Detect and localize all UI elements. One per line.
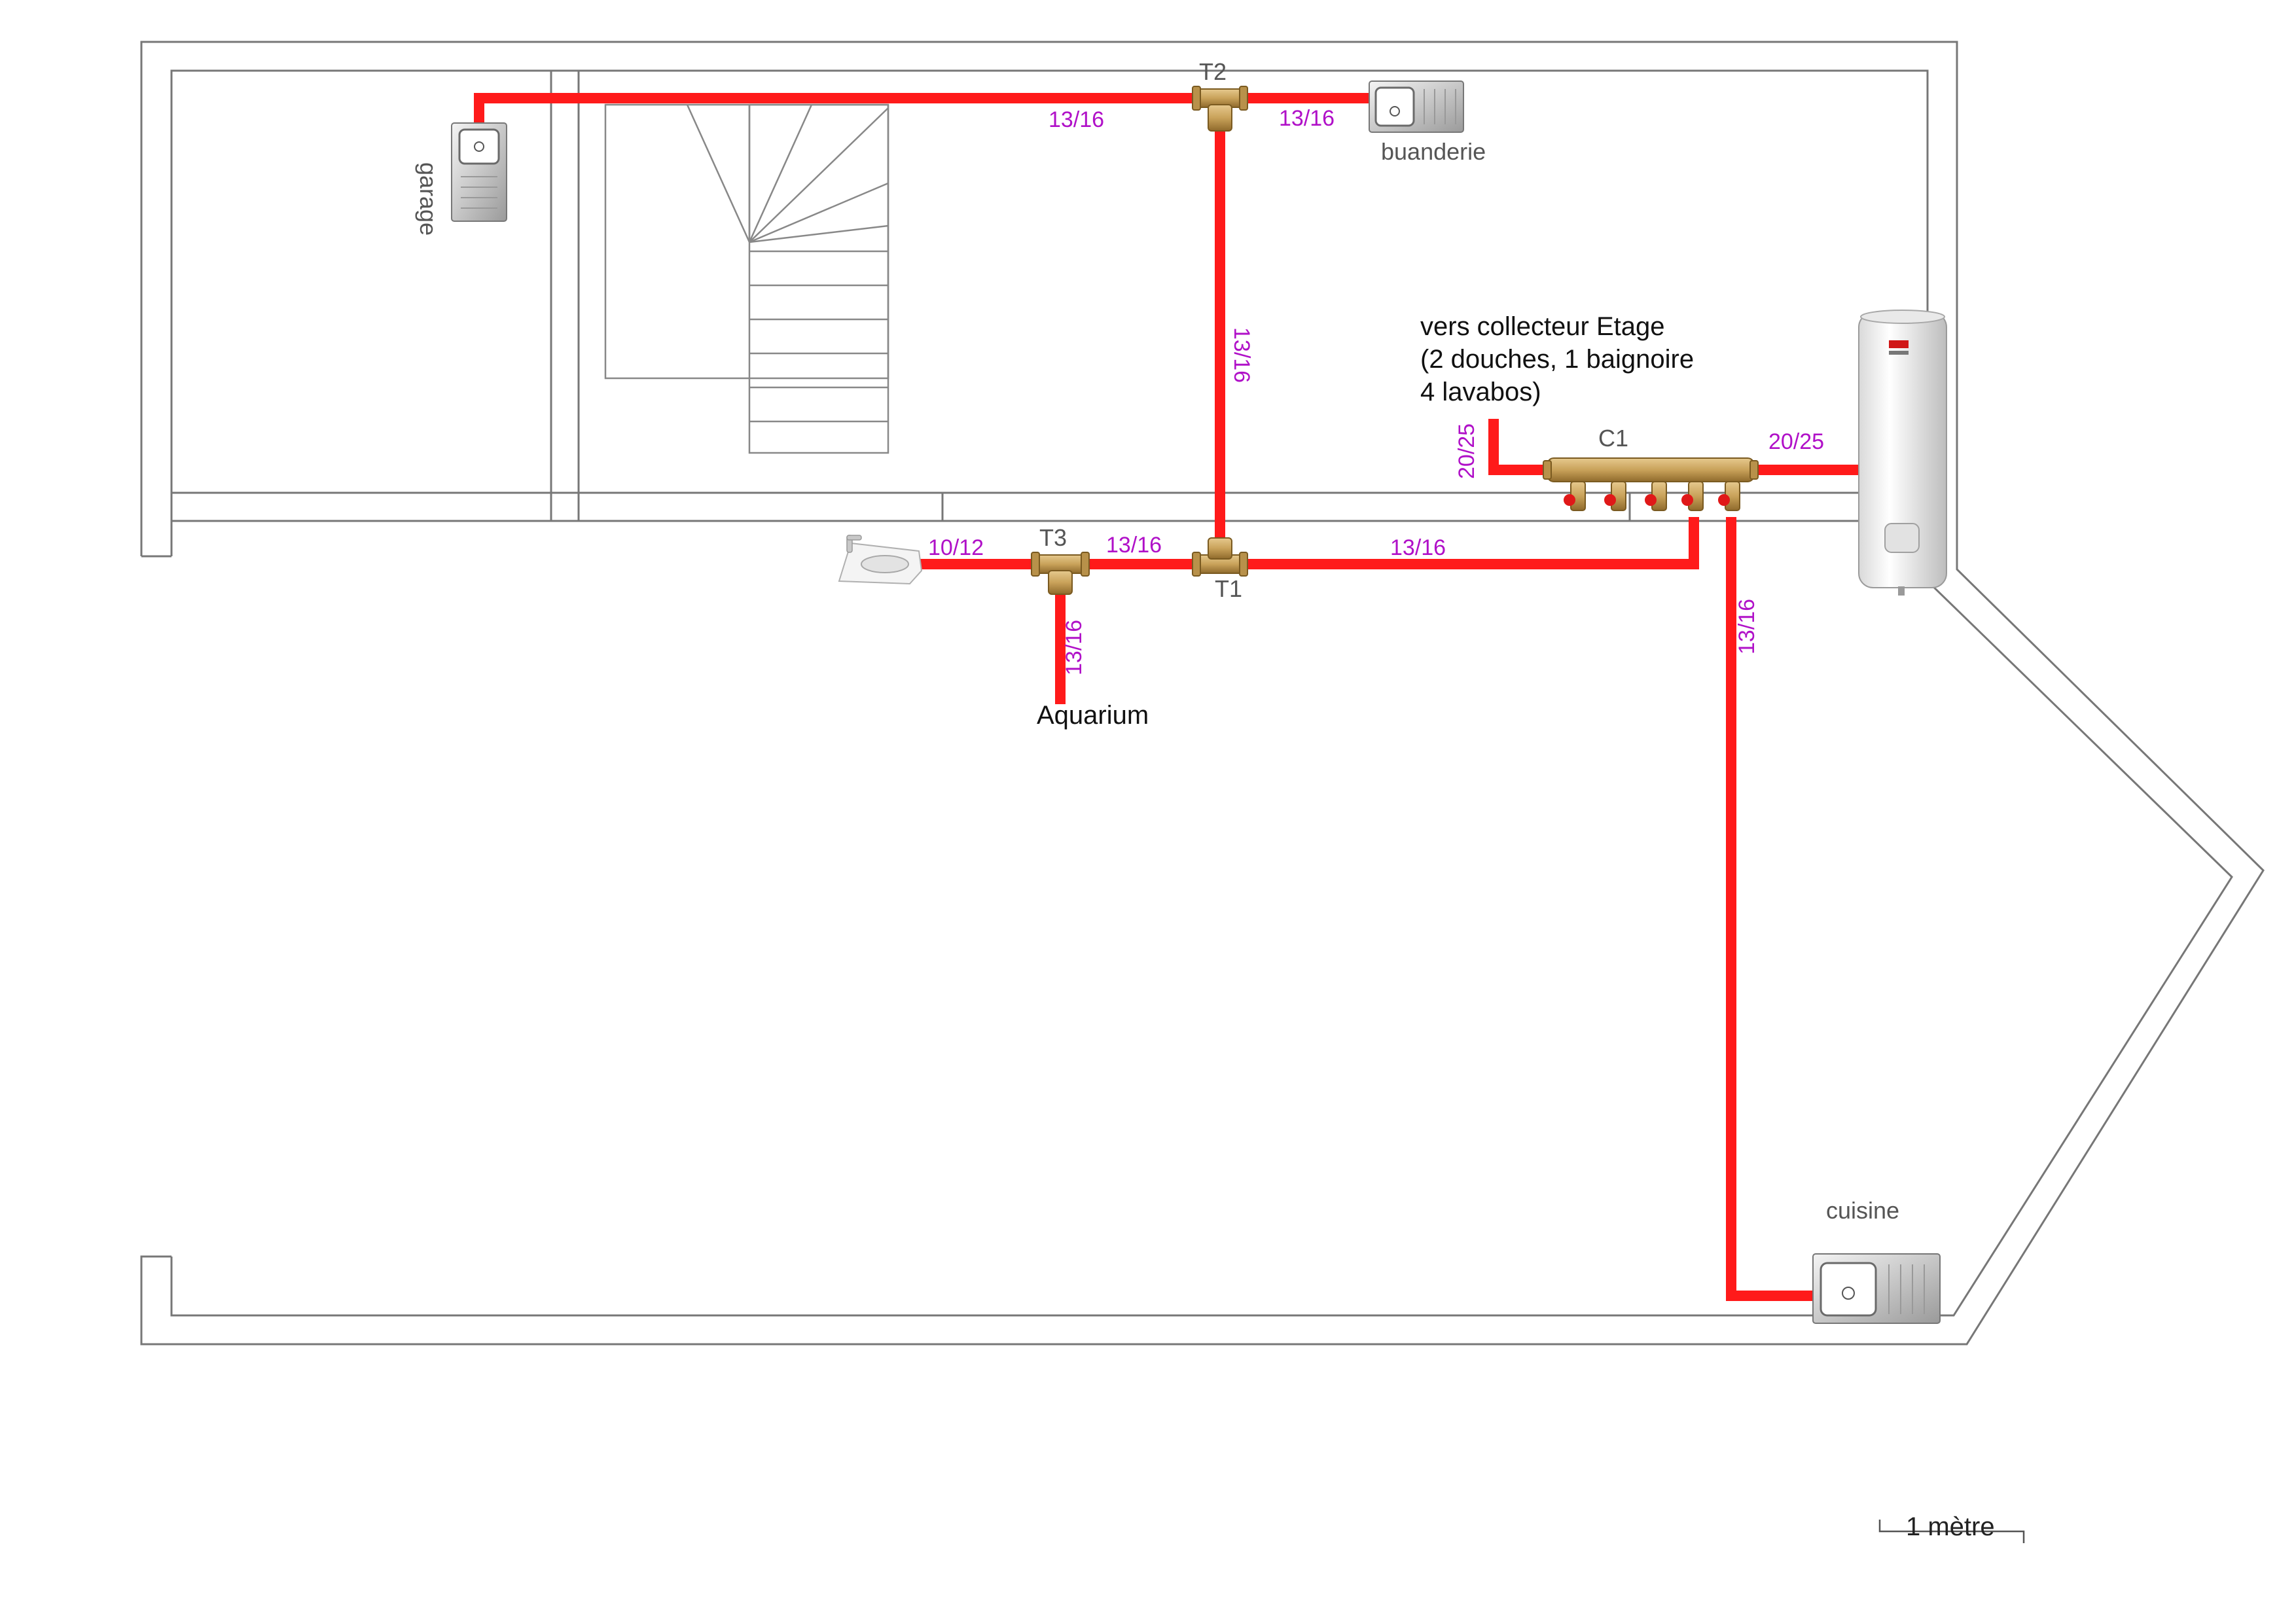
size-t2-t1: 13/16 — [1229, 327, 1254, 383]
garage-sink-icon[interactable] — [451, 122, 507, 222]
pipe-garage-t2 — [474, 93, 1198, 134]
note-line-1: vers collecteur Etage — [1420, 312, 1665, 341]
stair-winder — [749, 182, 889, 243]
tee-t1[interactable] — [1192, 537, 1248, 577]
size-t3-aquarium: 13/16 — [1062, 620, 1086, 675]
note-line-2: (2 douches, 1 baignoire — [1420, 345, 1694, 374]
note-line-3: 4 lavabos) — [1420, 378, 1541, 406]
size-heater-c1: 20/25 — [1768, 429, 1824, 454]
stair-flight — [748, 103, 889, 454]
pipes — [474, 93, 1859, 1301]
stair-winder — [686, 104, 751, 243]
label-c1: C1 — [1598, 425, 1628, 452]
tee-t3[interactable] — [1031, 552, 1090, 595]
collector-c1[interactable] — [1543, 457, 1759, 511]
stair-winder — [748, 104, 813, 243]
scale-bar: 1 mètre — [1878, 1512, 2025, 1543]
buanderie-sink-icon[interactable] — [1369, 80, 1464, 133]
label-t3: T3 — [1039, 524, 1067, 551]
pipe-t1-c1 — [1244, 517, 1699, 569]
size-c1-cuisine: 13/16 — [1734, 599, 1759, 654]
label-aquarium: Aquarium — [1037, 701, 1149, 730]
size-lavabo-t3: 10/12 — [928, 535, 984, 560]
staircase — [604, 103, 889, 454]
stair-outline — [604, 103, 889, 380]
label-t2: T2 — [1199, 58, 1227, 85]
lavabo-icon[interactable] — [838, 535, 923, 585]
label-buanderie: buanderie — [1381, 138, 1486, 165]
inner-wall — [170, 69, 2233, 1317]
pipe-c1-cuisine — [1726, 517, 1813, 1301]
size-garage-t2: 13/16 — [1049, 107, 1104, 132]
scale-label: 1 mètre — [1906, 1512, 1995, 1541]
label-garage: garage — [415, 162, 442, 236]
size-t1-c1: 13/16 — [1390, 535, 1446, 560]
cuisine-sink-icon[interactable] — [1812, 1253, 1941, 1324]
size-up-collector: 20/25 — [1454, 423, 1479, 479]
collector-valves — [1564, 481, 1740, 511]
walls — [140, 41, 2265, 1346]
tee-t2[interactable] — [1192, 86, 1248, 132]
size-t3-t1: 13/16 — [1106, 533, 1162, 558]
size-t2-buanderie: 13/16 — [1279, 106, 1335, 131]
stair-winder — [749, 224, 889, 243]
stair-winder — [749, 107, 889, 243]
pipe-up-collector — [1488, 419, 1551, 475]
label-t1: T1 — [1215, 575, 1242, 602]
label-cuisine: cuisine — [1826, 1197, 1899, 1224]
water-heater-icon[interactable] — [1858, 310, 1947, 596]
outer-wall — [140, 41, 2265, 1346]
